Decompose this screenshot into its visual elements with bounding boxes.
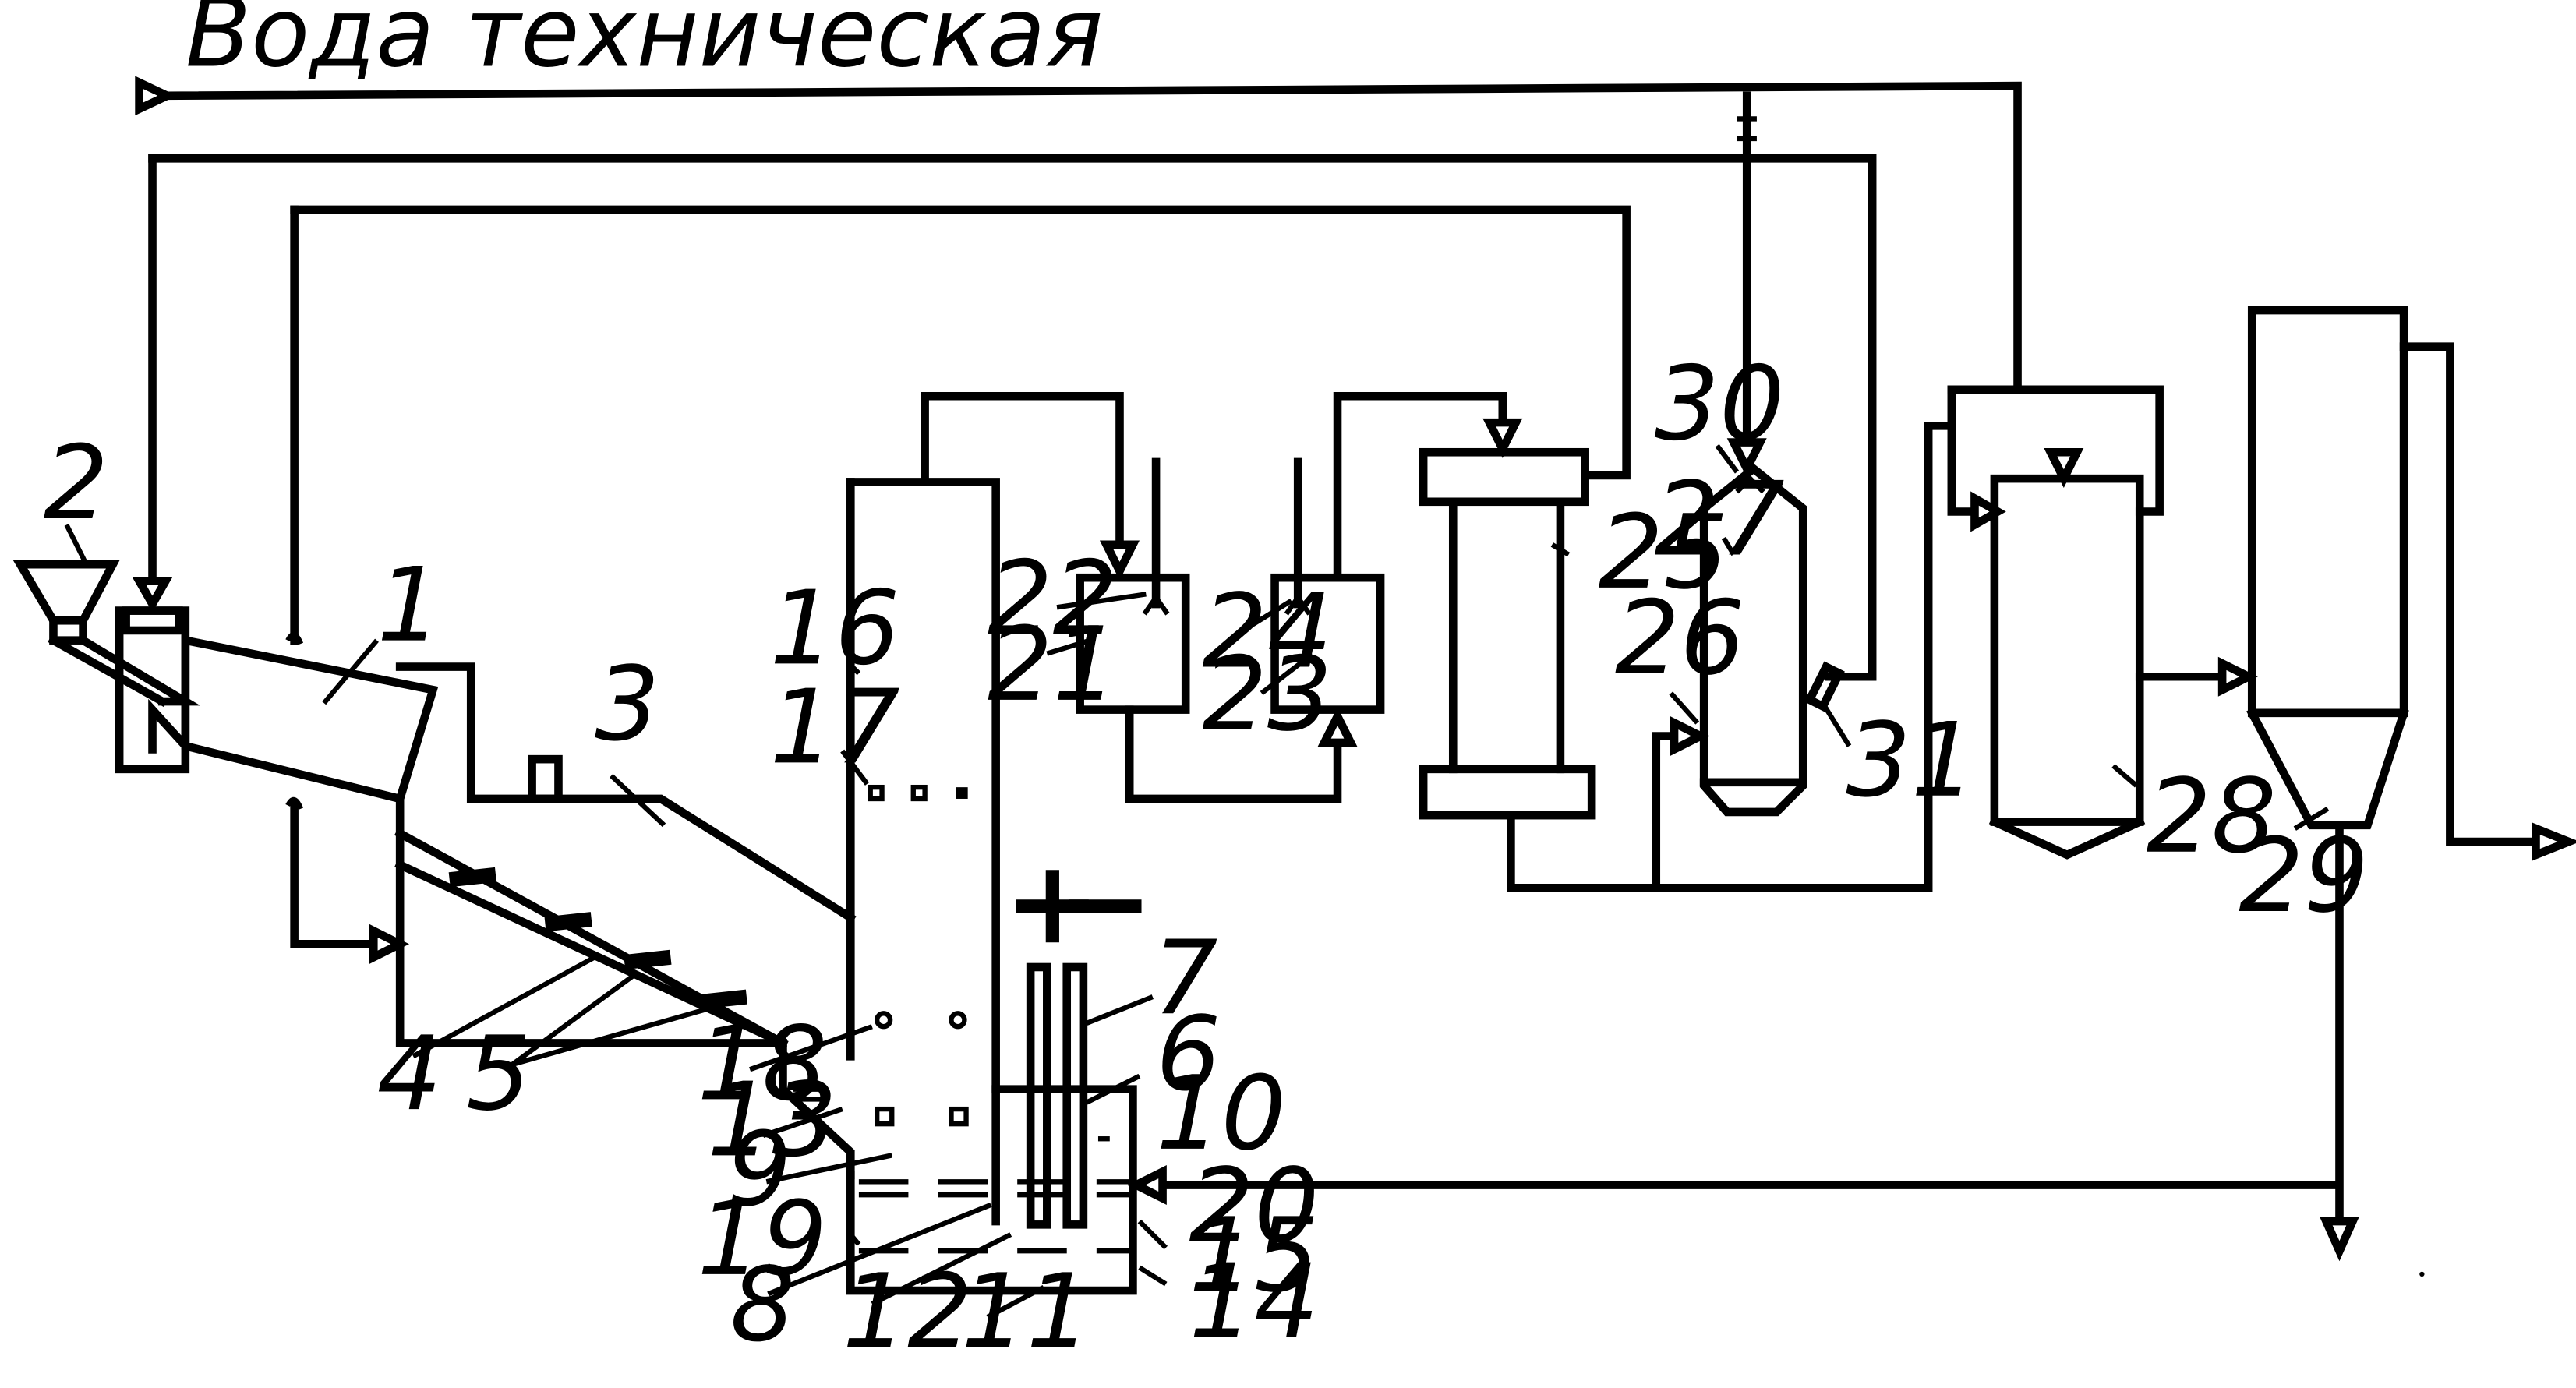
label-19: 19: [697, 1179, 827, 1298]
label-27: 27: [1655, 460, 1785, 579]
reference-labels: 1 2 3 4 5 6 7 8 9 10 11 12 13 14 15 16 1…: [44, 344, 2369, 1371]
label-26: 26: [1615, 578, 1745, 698]
label-18: 18: [697, 1004, 827, 1123]
label-1: 1: [377, 546, 443, 665]
label-31: 31: [1846, 701, 1976, 820]
label-29: 29: [2239, 816, 2369, 935]
label-22: 22: [988, 539, 1118, 658]
bottom-outlet-arrow-icon: [2327, 1221, 2353, 1251]
return-line-from-25: [295, 210, 1627, 957]
label-20: 20: [1189, 1146, 1319, 1266]
minus-sign: −: [1057, 835, 1154, 969]
label-11: 11: [961, 1252, 1091, 1371]
label-3: 3: [595, 645, 660, 764]
label-4: 4: [377, 1014, 443, 1133]
label-2: 2: [44, 423, 109, 542]
water-inlet-arrow-icon: [140, 83, 168, 109]
title-technical-water: Вода техническая: [186, 0, 1103, 89]
arrow-20-icon: [1136, 1172, 1163, 1199]
arrow-to-1-icon: [140, 581, 166, 604]
label-17: 17: [770, 667, 900, 786]
label-30: 30: [1655, 344, 1785, 463]
label-24: 24: [1202, 572, 1332, 691]
arrow-26-icon: [1674, 723, 1701, 750]
column-16: [850, 396, 1133, 1221]
label-12: 12: [843, 1252, 973, 1371]
arrow-to-29-icon: [2222, 663, 2249, 690]
outlet-arrow-icon: [2535, 828, 2568, 855]
label-5: 5: [466, 1014, 532, 1133]
settler-29: [2252, 310, 2569, 1277]
label-7: 7: [1153, 918, 1218, 1037]
electrolyser-bath: + −: [850, 835, 2336, 1291]
arrow-to-25-icon: [1489, 422, 1516, 449]
